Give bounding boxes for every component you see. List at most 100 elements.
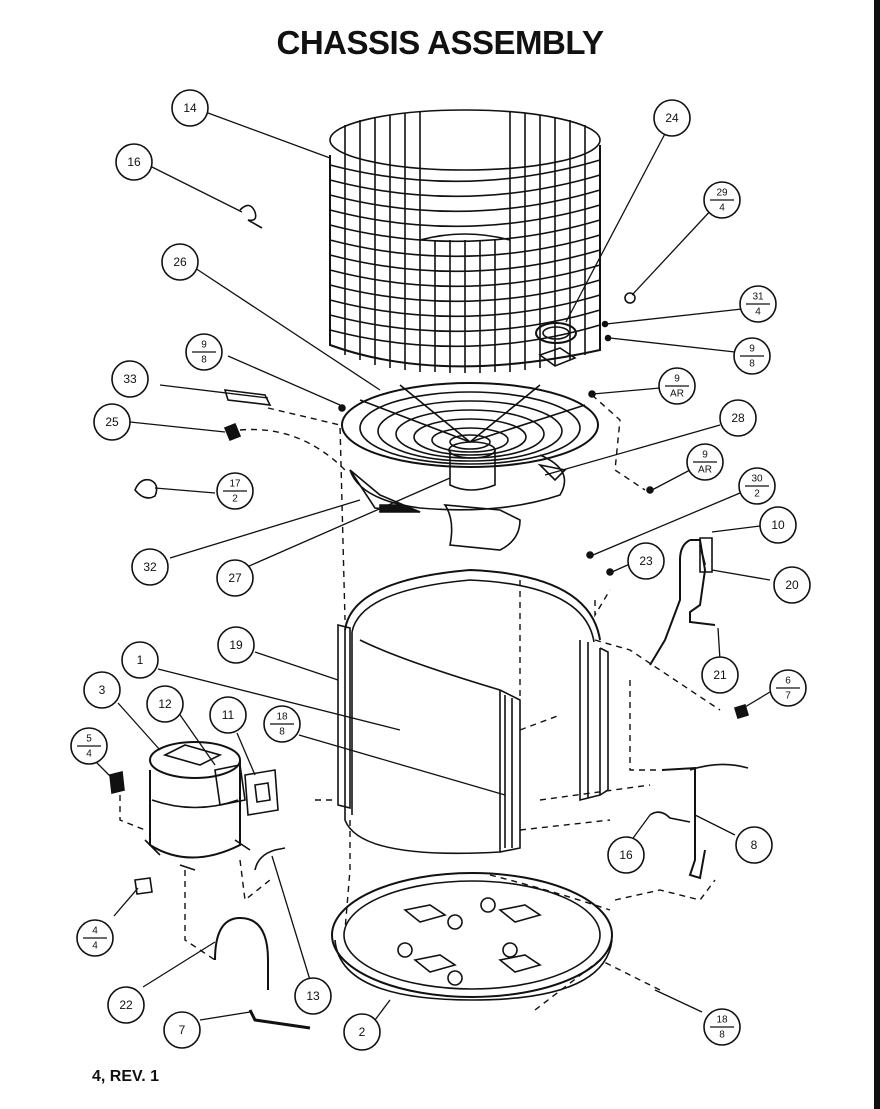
callout-number: 27: [228, 571, 242, 585]
callout-23: 23: [627, 542, 665, 580]
callout-26: 26: [161, 243, 199, 281]
callout-number: 13: [306, 989, 320, 1003]
callout-number: 12: [158, 697, 172, 711]
callout-16a: 16: [115, 143, 153, 181]
callout-quantity: 8: [201, 355, 207, 366]
callout-quantity: AR: [698, 465, 712, 476]
callout-number: 18: [716, 1015, 728, 1026]
callout-number: 17: [229, 479, 241, 490]
callout-quantity: 8: [749, 359, 755, 370]
callout-number: 31: [752, 292, 764, 303]
callout-number: 6: [785, 676, 791, 687]
callout-number: 4: [92, 926, 98, 937]
callout-14: 14: [171, 89, 209, 127]
callout-9ar1: 9AR: [658, 367, 696, 405]
callout-quantity: 4: [92, 941, 98, 952]
wire-13: [254, 847, 286, 871]
fan-grille: [341, 382, 599, 468]
callout-29: 294: [703, 181, 741, 219]
callout-number: 3: [99, 683, 106, 697]
callout-number: 20: [785, 578, 799, 592]
callout-number: 9: [702, 450, 708, 461]
pad-24: [538, 347, 577, 367]
callout-16b: 16: [607, 836, 645, 874]
callout-5: 54: [70, 727, 108, 765]
callout-quantity: 4: [719, 203, 725, 214]
callout-number: 19: [229, 638, 243, 652]
callout-18a: 188: [263, 705, 301, 743]
callout-1: 1: [121, 641, 159, 679]
callout-number: 22: [119, 998, 133, 1012]
leader-lines: [93, 112, 771, 1021]
callout-number: 30: [751, 474, 763, 485]
tube-8: [661, 766, 706, 880]
callout-6: 67: [769, 669, 807, 707]
callout-quantity: 2: [232, 494, 238, 505]
clip-16-upper: [239, 204, 263, 229]
callout-number: 26: [173, 255, 187, 269]
tube-7: [248, 1009, 311, 1030]
base-pan: [331, 872, 613, 1001]
fitting-6: [734, 704, 749, 719]
callout-9b: 98: [733, 337, 771, 375]
callout-17: 172: [216, 472, 254, 510]
callout-number: 33: [123, 372, 137, 386]
overload-11: [244, 769, 279, 816]
callout-number: 21: [713, 668, 727, 682]
callout-number: 16: [619, 848, 633, 862]
callout-number: 25: [105, 415, 119, 429]
callout-11: 11: [209, 696, 247, 734]
callout-quantity: 2: [754, 489, 760, 500]
callout-number: 18: [276, 712, 288, 723]
callout-7: 7: [163, 1011, 201, 1049]
terminal-cover-12: [214, 764, 246, 806]
callout-number: 9: [201, 340, 207, 351]
callout-number: 11: [222, 708, 235, 722]
callout-number: 8: [751, 838, 758, 852]
callout-number: 9: [674, 374, 680, 385]
callout-number: 23: [639, 554, 653, 568]
callout-quantity: 8: [719, 1030, 725, 1041]
wire-guard-cylinder: [329, 109, 601, 373]
bolt-5: [109, 771, 125, 794]
bracket-33: [223, 389, 272, 406]
callout-number: 16: [127, 155, 141, 169]
grommet-17: [134, 478, 158, 499]
compressor: [144, 741, 251, 871]
callout-quantity: 8: [279, 727, 285, 738]
callout-number: 7: [179, 1023, 186, 1037]
callout-8: 8: [735, 826, 773, 864]
callout-number: 14: [183, 101, 197, 115]
callout-quantity: 7: [785, 691, 791, 702]
cabinet-shell: [337, 568, 609, 855]
callout-25: 25: [93, 403, 131, 441]
callout-33: 33: [111, 360, 149, 398]
callout-number: 9: [749, 344, 755, 355]
callout-number: 32: [143, 560, 157, 574]
callout-24: 24: [653, 99, 691, 137]
clip-25: [223, 422, 242, 442]
callout-quantity: AR: [670, 389, 684, 400]
callout-3: 3: [83, 671, 121, 709]
page-border-right: [874, 0, 880, 1109]
callout-number: 29: [716, 188, 728, 199]
callout-number: 10: [771, 518, 785, 532]
callout-number: 1: [137, 653, 144, 667]
callout-20: 20: [773, 566, 811, 604]
callout-quantity: 4: [755, 307, 761, 318]
callout-19: 19: [217, 626, 255, 664]
ring-24: [535, 322, 577, 344]
callout-number: 2: [359, 1025, 366, 1039]
clip-16-lower: [649, 811, 691, 823]
callout-21: 21: [701, 656, 739, 694]
callout-quantity: 4: [86, 749, 92, 760]
callout-number: 28: [731, 411, 745, 425]
tube-22: [214, 916, 269, 990]
callout-32: 32: [131, 548, 169, 586]
callout-2: 2: [343, 1013, 381, 1051]
callout-12: 12: [146, 685, 184, 723]
callout-30: 302: [738, 467, 776, 505]
callout-31: 314: [739, 285, 777, 323]
